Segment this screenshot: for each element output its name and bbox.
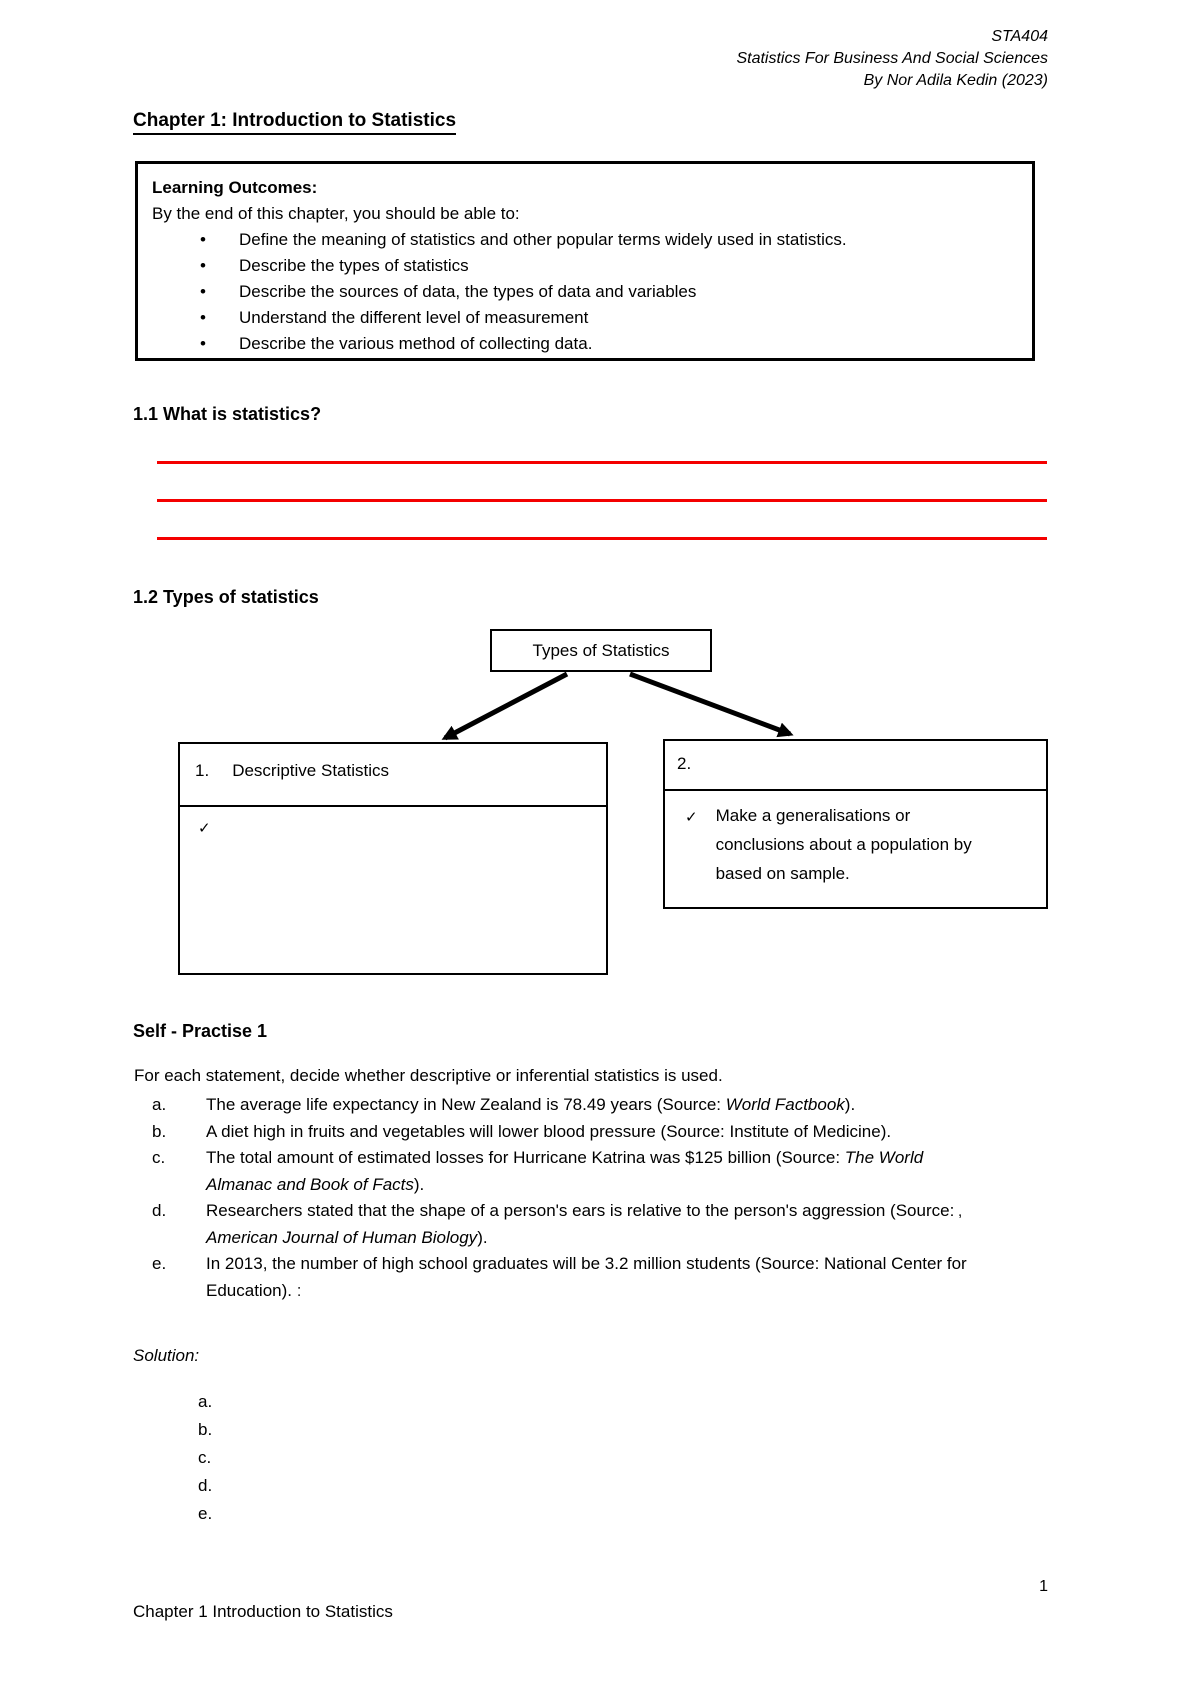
descriptive-box-title: Descriptive Statistics <box>232 761 390 780</box>
stray-scan-mark: : <box>292 1280 302 1300</box>
item-letter: d. <box>152 1201 167 1220</box>
item-letter: e. <box>152 1254 167 1273</box>
descriptive-box-header: 1. Descriptive Statistics <box>180 744 606 807</box>
item-text: In 2013, the number of high school gradu… <box>206 1254 967 1300</box>
item-source: American Journal of Human Biology <box>206 1227 478 1247</box>
practise-item: b. A diet high in fruits and vegetables … <box>152 1119 1048 1146</box>
self-practise-list: a. The average life expectancy in New Ze… <box>152 1092 1048 1304</box>
descriptive-box-body: ✓ <box>180 807 606 838</box>
diagram-root-box: Types of Statistics <box>490 629 712 672</box>
item-source: World Factbook <box>725 1095 845 1114</box>
solution-letter: c. <box>198 1448 212 1467</box>
course-title: Statistics For Business And Social Scien… <box>736 50 1048 67</box>
self-practise-heading: Self - Practise 1 <box>133 1021 268 1041</box>
checkmark-icon: ✓ <box>685 809 698 826</box>
solution-letter: b. <box>198 1420 213 1439</box>
practise-item: d. Researchers stated that the shape of … <box>152 1198 1048 1251</box>
solution-letter: e. <box>198 1504 213 1523</box>
section-1-1-heading: 1.1 What is statistics? <box>133 404 322 424</box>
solution-letter: d. <box>198 1476 213 1495</box>
item-text: The average life expectancy in New Zeala… <box>206 1095 856 1114</box>
inferential-box-text: Make a generalisations or conclusions ab… <box>715 806 972 883</box>
answer-blank-line <box>157 499 1047 502</box>
page-header: STA404 Statistics For Business And Socia… <box>736 26 1048 92</box>
outcome-bullet: Describe the types of statistics <box>152 253 1018 279</box>
item-letter: a. <box>152 1095 167 1114</box>
item-letter: b. <box>152 1121 167 1141</box>
author-line: By Nor Adila Kedin (2023) <box>863 72 1048 89</box>
learning-outcomes-list: Define the meaning of statistics and oth… <box>152 227 1018 357</box>
outcome-bullet: Understand the different level of measur… <box>152 305 1018 331</box>
solution-list: a. b. c. d. e. <box>198 1388 212 1528</box>
stray-scan-mark: , <box>958 1203 963 1220</box>
footer-text: Chapter 1 Introduction to Statistics <box>133 1602 393 1621</box>
learning-outcomes-title: Learning Outcomes: <box>152 178 318 197</box>
diagram-arrows <box>441 671 794 741</box>
arrow-right <box>629 671 794 738</box>
item-text: A diet high in fruits and vegetables wil… <box>206 1121 892 1141</box>
answer-blank-line <box>157 537 1047 540</box>
learning-outcomes-box: Learning Outcomes: By the end of this ch… <box>135 161 1035 361</box>
item-letter: c. <box>152 1148 166 1167</box>
item-text: The total amount of estimated losses for… <box>206 1148 924 1194</box>
outcome-bullet: Describe the sources of data, the types … <box>152 279 1018 305</box>
solution-heading: Solution: <box>133 1346 200 1365</box>
diagram-root-label: Types of Statistics <box>532 640 670 660</box>
solution-letter: a. <box>198 1392 213 1411</box>
page-title: Chapter 1: Introduction to Statistics <box>133 110 457 135</box>
checkmark-icon: ✓ <box>198 820 211 837</box>
page-number: 1 <box>1039 1578 1048 1595</box>
practise-item: e. In 2013, the number of high school gr… <box>152 1251 1048 1304</box>
course-code: STA404 <box>991 28 1048 45</box>
arrow-left <box>441 671 569 741</box>
inferential-box-body: ✓ Make a generalisations or conclusions … <box>665 791 1046 888</box>
item-text: Researchers stated that the shape of a p… <box>206 1201 955 1247</box>
section-1-2-heading: 1.2 Types of statistics <box>133 587 319 607</box>
practise-item: a. The average life expectancy in New Ze… <box>152 1092 1048 1119</box>
descriptive-statistics-box: 1. Descriptive Statistics ✓ <box>178 742 608 975</box>
self-practise-intro: For each statement, decide whether descr… <box>134 1066 723 1085</box>
inferential-box-number: 2. <box>677 754 692 773</box>
inferential-statistics-box: 2. ✓ Make a generalisations or conclusio… <box>663 739 1048 909</box>
outcome-bullet: Define the meaning of statistics and oth… <box>152 227 1018 253</box>
outcome-bullet: Describe the various method of collectin… <box>152 331 1018 357</box>
answer-blank-line <box>157 461 1047 464</box>
inferential-box-header: 2. <box>665 741 1046 791</box>
learning-outcomes-intro: By the end of this chapter, you should b… <box>152 204 520 223</box>
descriptive-box-number: 1. <box>195 761 210 780</box>
practise-item: c. The total amount of estimated losses … <box>152 1145 1048 1198</box>
item-source: The World Almanac and Book of Facts <box>206 1148 924 1194</box>
